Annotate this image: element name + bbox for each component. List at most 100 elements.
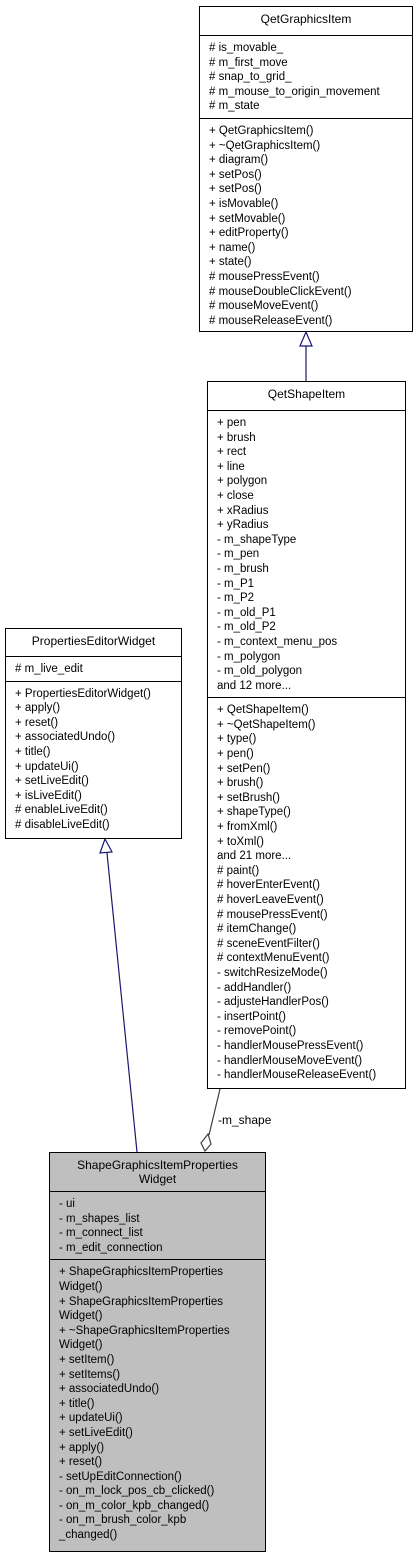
attribute-row: and 12 more... bbox=[217, 679, 292, 692]
attribute-row: # m_state bbox=[209, 100, 260, 113]
method-row: + ShapeGraphicsItemProperties bbox=[59, 1295, 223, 1308]
methods-section: + QetGraphicsItem() + ~QetGraphicsItem() +… bbox=[200, 119, 412, 332]
inheritance-arrow-qetgraphicsitem bbox=[299, 330, 313, 347]
method-row: and 21 more... bbox=[217, 850, 292, 863]
method-row: + toXml() bbox=[217, 835, 264, 848]
method-row: + setItem() bbox=[59, 1353, 115, 1366]
attributes-section: - ui- m_shapes_list- m_connect_list- m_e… bbox=[50, 1192, 265, 1261]
method-row: # hoverEnterEvent() bbox=[217, 879, 320, 892]
method-row: Widget() bbox=[59, 1310, 103, 1323]
inheritance-arrow-propertieseditorwidget bbox=[99, 837, 113, 854]
method-row: + ~QetGraphicsItem() bbox=[209, 139, 321, 152]
attribute-row: - m_edit_connection bbox=[59, 1241, 163, 1254]
attribute-row: - m_old_P1 bbox=[217, 606, 276, 619]
attributes-section: + pen+ brush+ rect+ line+ polygon+ close… bbox=[208, 411, 405, 699]
attributes-section: # m_live_edit bbox=[6, 657, 181, 682]
method-row: # mouseMoveEvent() bbox=[209, 300, 319, 313]
method-row: + associatedUndo() bbox=[59, 1383, 160, 1396]
method-row: - addHandler() bbox=[217, 981, 292, 994]
class-title: ShapeGraphicsItemProperties Widget bbox=[50, 1153, 265, 1192]
class-title-line: ShapeGraphicsItemProperties bbox=[77, 1158, 238, 1172]
attribute-row: + polygon bbox=[217, 475, 268, 488]
attribute-row: + brush bbox=[217, 431, 256, 444]
method-row: + QetShapeItem() bbox=[217, 704, 309, 717]
method-row: + updateUi() bbox=[15, 760, 79, 773]
method-row: + setPos() bbox=[209, 168, 262, 181]
class-title-line: Widget bbox=[138, 1172, 177, 1186]
class-shapegraphicsitempropertieswidget[interactable]: ShapeGraphicsItemProperties Widget - ui -… bbox=[49, 1152, 266, 1552]
method-row: + setBrush() bbox=[217, 791, 280, 804]
method-row: + isMovable() bbox=[209, 197, 279, 210]
method-row: + setPos() bbox=[209, 183, 262, 196]
attribute-row: - m_shapeType bbox=[217, 533, 297, 546]
method-row: + title() bbox=[59, 1397, 95, 1410]
method-row: # hoverLeaveEvent() bbox=[217, 894, 324, 906]
method-row: # disableLiveEdit() bbox=[15, 818, 110, 831]
method-row: - switchResizeMode() bbox=[217, 966, 328, 979]
class-qetshapeitem[interactable]: QetShapeItem + pen+ brush+ rect+ line+ p… bbox=[207, 381, 406, 1089]
method-row: + setLiveEdit() bbox=[59, 1426, 133, 1439]
method-row: + setPen() bbox=[217, 762, 271, 775]
attribute-row: # m_mouse_to_origin_movement bbox=[209, 85, 380, 98]
class-title: QetGraphicsItem bbox=[200, 7, 412, 36]
method-row: # enableLiveEdit() bbox=[15, 804, 108, 817]
method-row: - on_m_lock_pos_cb_clicked() bbox=[59, 1485, 215, 1498]
method-row: Widget() bbox=[59, 1280, 103, 1293]
method-row: - on_m_color_kpb_changed() bbox=[59, 1499, 210, 1512]
method-row: Widget() bbox=[59, 1339, 103, 1352]
methods-section: + QetShapeItem()+ ~QetShapeItem() + type(… bbox=[208, 698, 405, 1086]
class-title: QetShapeItem bbox=[208, 382, 405, 411]
method-row: + fromXml() bbox=[217, 821, 278, 834]
attribute-row: - m_P1 bbox=[217, 577, 255, 590]
aggregation-diamond bbox=[200, 1132, 212, 1153]
attribute-row: - m_P2 bbox=[217, 592, 255, 605]
method-row: + name() bbox=[209, 241, 256, 254]
method-row: + ~ShapeGraphicsItemProperties bbox=[59, 1324, 230, 1337]
method-row: + QetGraphicsItem() bbox=[209, 124, 314, 137]
method-row: + apply() bbox=[59, 1441, 105, 1454]
attribute-row: - m_context_menu_pos bbox=[217, 635, 338, 648]
method-row: + associatedUndo() bbox=[15, 731, 116, 744]
method-row: # itemChange() bbox=[217, 923, 297, 936]
attribute-row: - ui bbox=[59, 1198, 75, 1210]
method-row: + type() bbox=[217, 733, 257, 746]
attributes-section: # is_movable_ # m_first_move # snap_to_gri… bbox=[200, 36, 412, 119]
method-row: # mouseDoubleClickEvent() bbox=[209, 285, 352, 298]
method-row: + ~QetShapeItem() bbox=[217, 718, 316, 731]
method-row: - handlerMouseMoveEvent() bbox=[217, 1054, 363, 1067]
attribute-row: - m_old_polygon bbox=[217, 665, 303, 678]
class-propertieseditorwidget[interactable]: PropertiesEditorWidget # m_live_edit + P… bbox=[5, 628, 182, 839]
class-qetgraphicsitem[interactable]: QetGraphicsItem # is_movable_ # m_first_m… bbox=[199, 6, 413, 332]
attribute-row: - m_polygon bbox=[217, 650, 281, 663]
attribute-row: + yRadius bbox=[217, 519, 269, 532]
method-row: # mousePressEvent() bbox=[217, 908, 328, 921]
method-row: + setMovable() bbox=[209, 212, 286, 225]
method-row: + shapeType() bbox=[217, 806, 291, 819]
attribute-row: - m_shapes_list bbox=[59, 1212, 140, 1225]
method-row: + editProperty() bbox=[209, 227, 289, 240]
edge-label-m-shape: -m_shape bbox=[218, 1113, 272, 1127]
attribute-row: # is_movable_ bbox=[209, 42, 284, 54]
method-row: + reset() bbox=[15, 716, 59, 729]
attribute-row: - m_old_P2 bbox=[217, 621, 276, 634]
attribute-row: + rect bbox=[217, 446, 247, 459]
method-row: + reset() bbox=[59, 1456, 103, 1469]
method-row: # mousePressEvent() bbox=[209, 270, 320, 283]
method-row: - on_m_brush_color_kpb bbox=[59, 1514, 187, 1527]
method-row: + state() bbox=[209, 256, 252, 269]
attribute-row: # m_first_move bbox=[209, 56, 288, 69]
aggregation-edge-m-shape bbox=[208, 1088, 221, 1136]
method-row: - handlerMousePressEvent() bbox=[217, 1039, 364, 1052]
attribute-row: # snap_to_grid_ bbox=[209, 71, 292, 84]
method-row: + setLiveEdit() bbox=[15, 775, 89, 788]
attribute-row: + line bbox=[217, 460, 245, 473]
attribute-row: - m_brush bbox=[217, 562, 269, 575]
attribute-row: - m_pen bbox=[217, 548, 260, 561]
method-row: + isLiveEdit() bbox=[15, 789, 82, 802]
method-row: + brush() bbox=[217, 777, 264, 790]
method-row: - setUpEditConnection() bbox=[59, 1470, 182, 1483]
method-row: + diagram() bbox=[209, 154, 269, 167]
attribute-row: # m_live_edit bbox=[15, 663, 83, 675]
attribute-row: + close bbox=[217, 489, 254, 502]
